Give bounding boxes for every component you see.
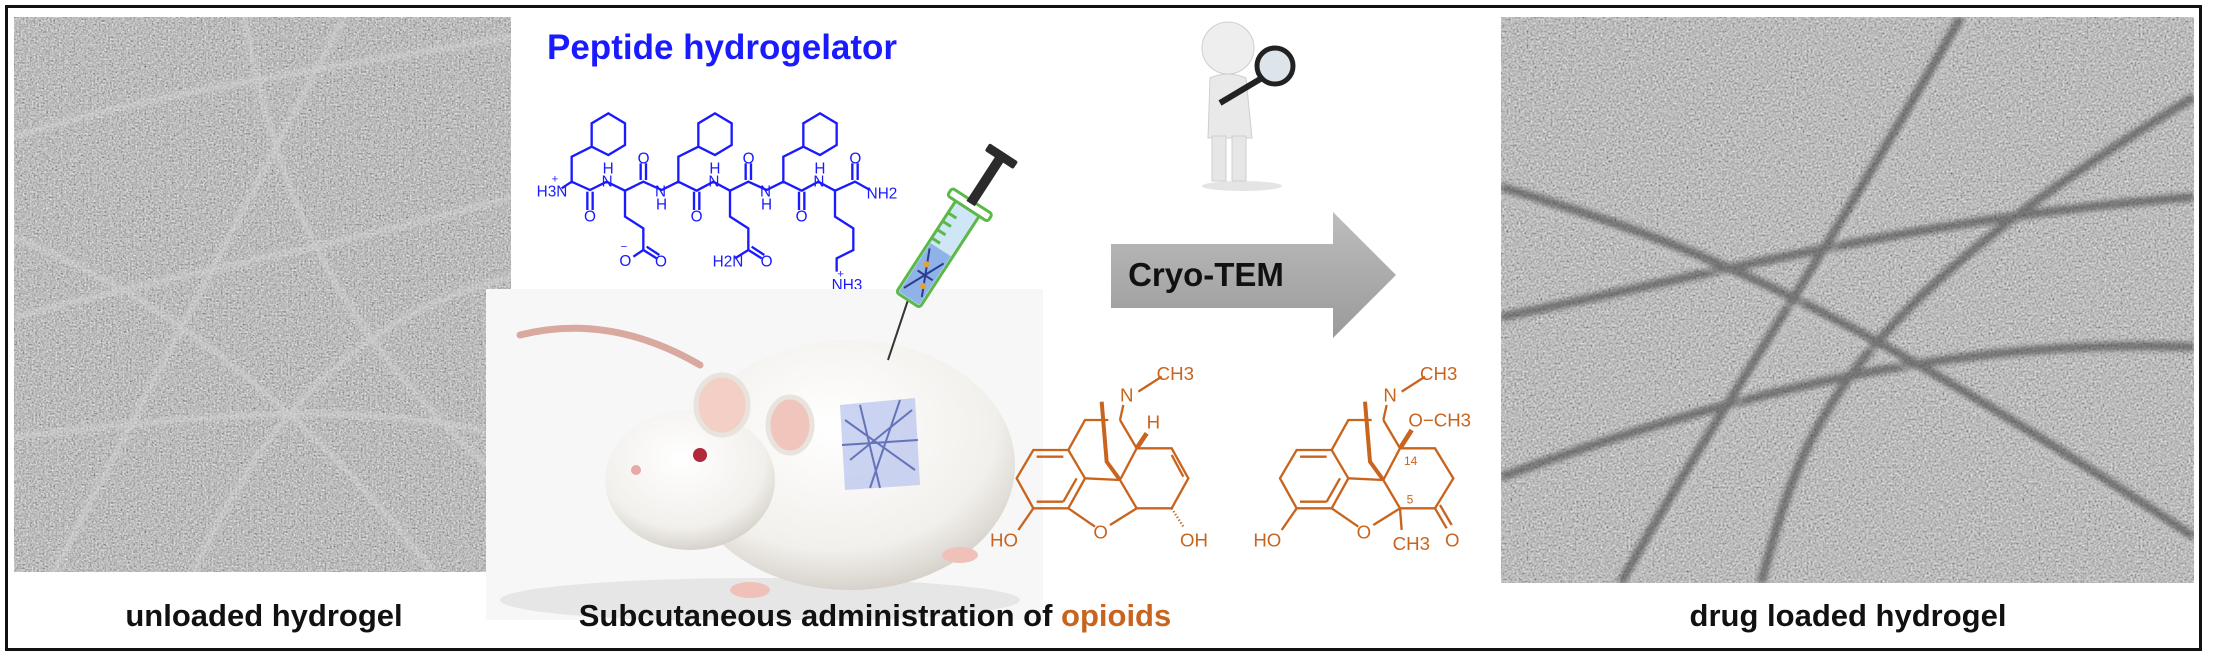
- svg-text:N: N: [1120, 385, 1133, 406]
- svg-text:O: O: [1445, 530, 1460, 551]
- figure-frame: [5, 5, 2202, 651]
- svg-text:H: H: [761, 196, 772, 213]
- svg-text:H: H: [814, 160, 825, 177]
- svg-text:O: O: [584, 209, 596, 226]
- opioid-structures: N CH3 H HO O OH N CH3 O−CH3 14 5 HO O CH…: [990, 363, 1471, 554]
- svg-text:O: O: [619, 253, 631, 270]
- peptide-hydrogelator-title: Peptide hydrogelator: [547, 28, 898, 67]
- opioids-highlight: opioids: [1061, 598, 1172, 633]
- svg-text:14: 14: [1404, 454, 1418, 468]
- magnifier-figure-icon: [1201, 21, 1296, 191]
- unloaded-hydrogel-caption: unloaded hydrogel: [125, 598, 403, 633]
- svg-text:N: N: [1383, 385, 1396, 406]
- mouse-eye: [693, 448, 707, 462]
- mouse-nose: [631, 465, 641, 475]
- svg-text:O: O: [691, 209, 703, 226]
- mouse-ear: [693, 372, 751, 438]
- svg-text:CH3: CH3: [1420, 363, 1457, 384]
- svg-text:O: O: [743, 150, 755, 167]
- cryo-tem-label: Cryo-TEM: [1128, 256, 1284, 293]
- svg-text:H: H: [1147, 411, 1160, 432]
- svg-text:CH3: CH3: [1393, 533, 1430, 554]
- svg-text:H2N: H2N: [713, 254, 744, 271]
- svg-text:+: +: [552, 174, 559, 186]
- svg-text:O: O: [1357, 521, 1372, 542]
- fibers: [1501, 17, 2194, 583]
- svg-text:N: N: [760, 184, 771, 201]
- mouse-ear: [765, 394, 815, 456]
- cryo-tem-arrow: [1111, 212, 1396, 338]
- svg-text:CH3: CH3: [1157, 363, 1194, 384]
- mouse-illustration: [486, 289, 1043, 620]
- svg-text:H: H: [656, 196, 667, 213]
- svg-text:N: N: [708, 174, 719, 191]
- svg-text:N: N: [813, 174, 824, 191]
- svg-text:O−CH3: O−CH3: [1408, 410, 1471, 431]
- drug-loaded-hydrogel-tem-image: [1501, 17, 2194, 583]
- svg-text:O: O: [655, 254, 667, 271]
- fibers: [14, 17, 511, 572]
- svg-text:HO: HO: [990, 530, 1018, 551]
- administration-caption-text: Subcutaneous administration of: [578, 598, 1062, 633]
- svg-text:−: −: [621, 242, 628, 254]
- oxycodone-structure: [1278, 375, 1455, 531]
- svg-text:O: O: [1093, 521, 1108, 542]
- mouse-tail: [516, 324, 704, 369]
- svg-text:5: 5: [1407, 492, 1414, 506]
- svg-text:H3N: H3N: [537, 184, 568, 201]
- syringe-icon: [887, 143, 1018, 361]
- drug-loaded-hydrogel-caption: drug loaded hydrogel: [1689, 598, 2007, 633]
- svg-text:H: H: [603, 160, 614, 177]
- svg-text:N: N: [655, 184, 666, 201]
- svg-text:+: +: [837, 268, 844, 280]
- unloaded-hydrogel-tem-image: [14, 17, 511, 572]
- svg-text:OH: OH: [1180, 530, 1208, 551]
- svg-text:N: N: [602, 174, 613, 191]
- svg-text:O: O: [638, 150, 650, 167]
- svg-text:O: O: [849, 150, 861, 167]
- svg-text:H: H: [709, 160, 720, 177]
- svg-text:O: O: [761, 254, 773, 271]
- svg-text:O: O: [796, 209, 808, 226]
- administration-caption: Subcutaneous administration of opioids: [579, 598, 1171, 634]
- hydrogel-depot: [840, 398, 920, 490]
- svg-text:HO: HO: [1253, 530, 1281, 551]
- morphine-structure: [1015, 375, 1190, 531]
- mouse-head: [605, 410, 775, 550]
- svg-text:NH2: NH2: [867, 185, 898, 202]
